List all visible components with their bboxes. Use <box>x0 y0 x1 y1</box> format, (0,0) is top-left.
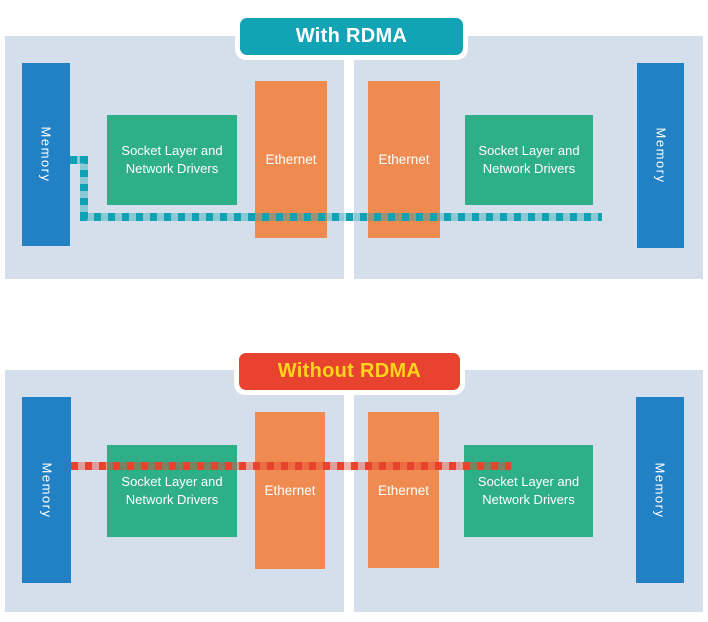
rdma-path-vertical-segment <box>80 156 88 221</box>
socket-layer-label: Socket Layer and Network Drivers <box>478 142 580 176</box>
without-rdma-socket-left-block: Socket Layer and Network Drivers <box>107 445 237 537</box>
with-rdma-ethernet-right-block: Ethernet <box>368 81 440 238</box>
socket-layer-label: Socket Layer and Network Drivers <box>121 473 223 507</box>
without-rdma-ethernet-right-block: Ethernet <box>368 412 439 568</box>
socket-layer-label: Socket Layer and Network Drivers <box>477 473 580 507</box>
with-rdma-memory-left-block: Memory <box>22 63 70 246</box>
with-rdma-header: With RDMA <box>235 13 468 60</box>
without-rdma-memory-left-block: Memory <box>22 397 71 583</box>
memory-label: Memory <box>653 127 669 184</box>
without-rdma-header: Without RDMA <box>234 348 465 395</box>
without-rdma-ethernet-left-block: Ethernet <box>255 412 325 569</box>
rdma-path-memory-stub <box>70 156 88 164</box>
memory-label: Memory <box>38 126 54 183</box>
ethernet-label: Ethernet <box>264 483 316 498</box>
without-rdma-header-label: Without RDMA <box>239 353 460 390</box>
with-rdma-header-label: With RDMA <box>240 18 463 55</box>
ethernet-label: Ethernet <box>378 152 430 167</box>
memory-label: Memory <box>39 462 55 518</box>
ethernet-label: Ethernet <box>377 482 430 498</box>
with-rdma-socket-right-block: Socket Layer and Network Drivers <box>465 115 593 205</box>
socket-layer-label: Socket Layer and Network Drivers <box>121 142 223 176</box>
memory-label: Memory <box>652 462 668 518</box>
with-rdma-ethernet-left-block: Ethernet <box>255 81 327 238</box>
with-rdma-memory-right-block: Memory <box>637 63 684 248</box>
ethernet-label: Ethernet <box>265 152 317 167</box>
with-rdma-socket-left-block: Socket Layer and Network Drivers <box>107 115 237 205</box>
non-rdma-path-line <box>71 462 511 470</box>
rdma-path-bypass-line <box>80 213 602 221</box>
without-rdma-memory-right-block: Memory <box>636 397 684 583</box>
without-rdma-socket-right-block: Socket Layer and Network Drivers <box>464 445 593 537</box>
